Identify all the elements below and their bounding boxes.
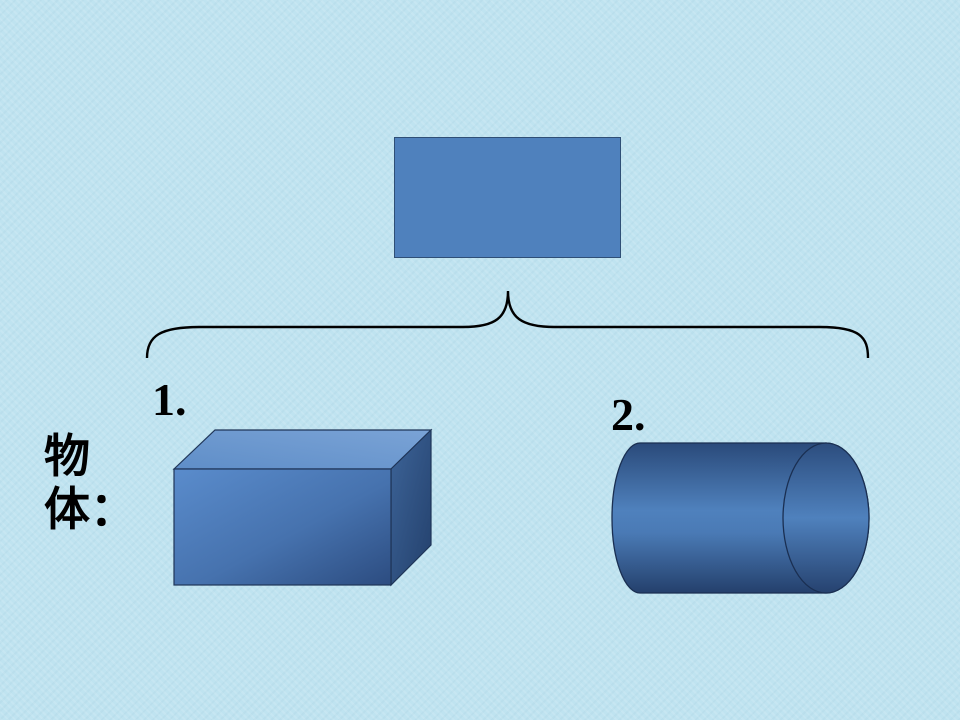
- object-label-line2: 体：: [44, 481, 136, 536]
- object-label: 物 体：: [44, 430, 144, 536]
- item-number-1: 1.: [152, 374, 187, 425]
- top-box: [394, 137, 621, 258]
- cylinder-end-face: [782, 442, 870, 594]
- item-number-2: 2.: [611, 389, 646, 440]
- object-label-line1: 物: [44, 429, 90, 483]
- prism-front-face: [173, 468, 392, 586]
